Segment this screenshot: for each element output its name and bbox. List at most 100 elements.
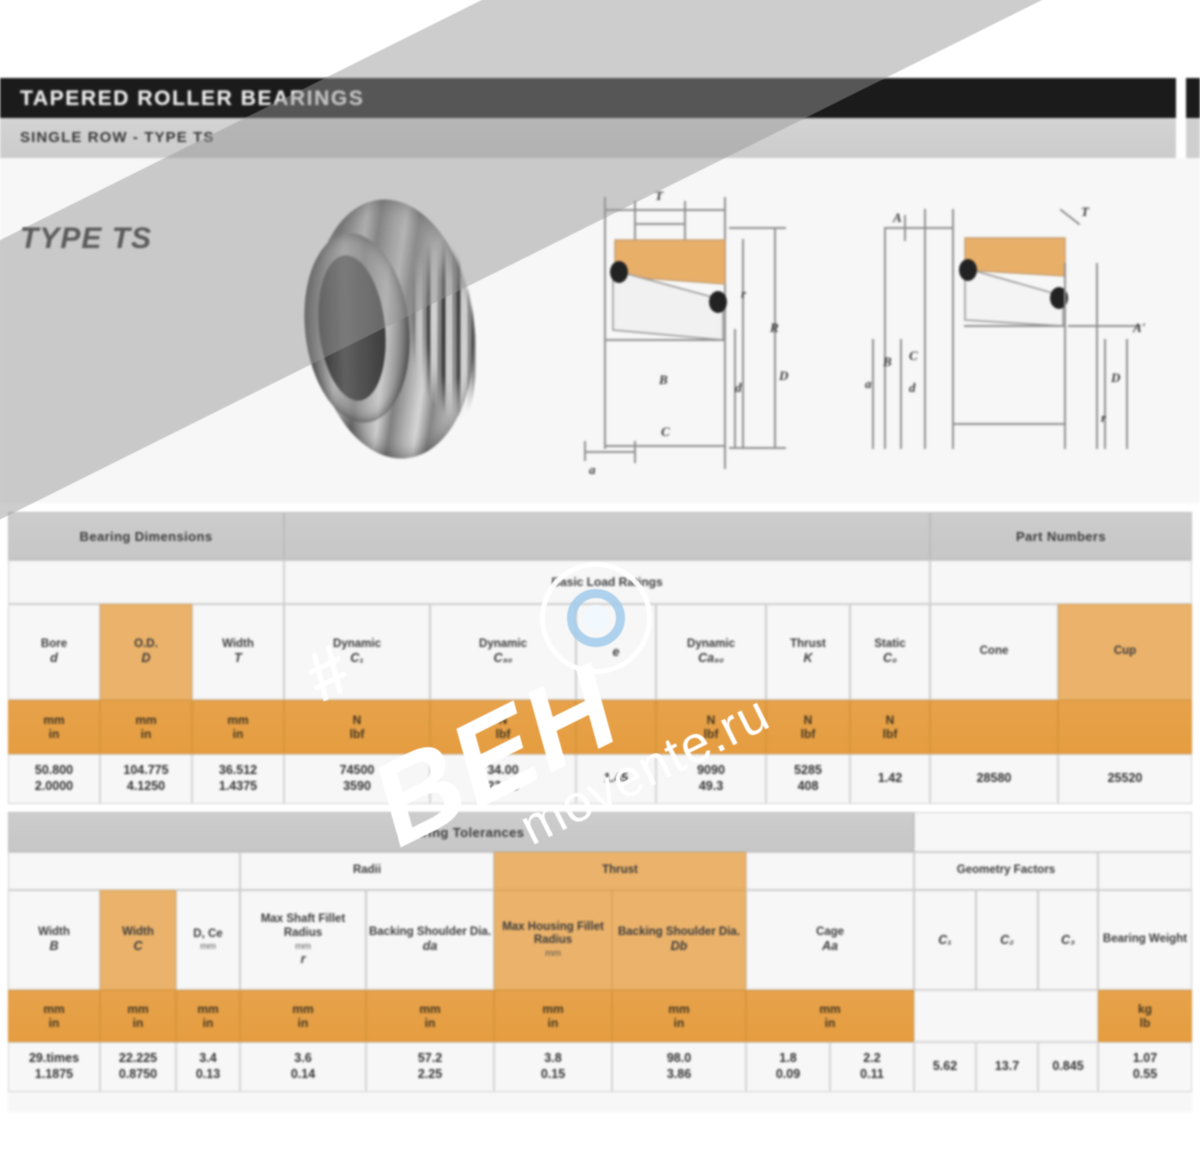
col2-width-b: Width B <box>8 890 100 990</box>
bearing-cross-section-right: A T A' B C d D r a <box>865 180 1195 480</box>
col-bore: Bore d <box>8 604 100 700</box>
table-row-cell: 1.07 0.55 <box>1098 1042 1192 1092</box>
col2-max-shaft-fillet: Max Shaft Fillet Radius mm r <box>240 890 366 990</box>
col2-bearing-weight: Bearing Weight <box>1098 890 1192 990</box>
unit-e <box>576 700 656 754</box>
table-row-cell: 9090 49.3 <box>656 754 766 804</box>
svg-text:R: R <box>769 320 779 335</box>
unit2-da: mm in <box>366 990 494 1042</box>
svg-text:r: r <box>1101 410 1107 425</box>
col-e: e <box>576 604 656 700</box>
unit2-cage: mm in <box>746 990 914 1042</box>
group-part-numbers: Part Numbers <box>930 512 1192 560</box>
col2-width-c: Width C <box>100 890 176 990</box>
table-row-cell: 36.512 1.4375 <box>192 754 284 804</box>
table-row-cell: 98.0 3.86 <box>612 1042 746 1092</box>
col-dynamic-c90: Dynamic C₉₀ <box>430 604 576 700</box>
subgroup-widths <box>8 852 240 890</box>
partnumbers-subband <box>930 560 1192 604</box>
table-row-cell: 1.8 0.09 <box>746 1042 830 1092</box>
col2-d-ce: D, Ce mm <box>176 890 240 990</box>
svg-text:B: B <box>658 372 668 387</box>
table-row-cell: 0.845 <box>1038 1042 1098 1092</box>
type-heading: TYPE TS <box>20 222 153 255</box>
col2-backing-shoulder-dia: Backing Shoulder Dia. da <box>366 890 494 990</box>
subgroup-cage-spacer <box>746 852 914 890</box>
table-row-cell: 3.4 0.13 <box>176 1042 240 1092</box>
unit-k: N lbf <box>766 700 850 754</box>
table-row-cell: 1.45 <box>576 754 656 804</box>
page-subtitle: SINGLE ROW - TYPE TS <box>20 129 215 146</box>
group-right-spacer <box>914 812 1192 852</box>
svg-text:d: d <box>735 380 742 395</box>
table-row-cell: 28580 <box>930 754 1058 804</box>
table-row-cell: 29.times 1.1875 <box>8 1042 100 1092</box>
group-load-ratings <box>284 512 930 560</box>
page-title-bar: TAPERED ROLLER BEARINGS <box>0 78 1176 118</box>
unit-cone <box>930 700 1058 754</box>
col-width: Width T <box>192 604 284 700</box>
unit2-dce: mm in <box>176 990 240 1042</box>
unit2-db: mm in <box>612 990 746 1042</box>
col-cup: Cup <box>1058 604 1192 700</box>
dimensions-table: Bearing Dimensions Part Numbers Basic Lo… <box>8 512 1192 804</box>
unit-width: mm in <box>192 700 284 754</box>
svg-text:A: A <box>892 210 902 225</box>
svg-text:T: T <box>655 188 664 203</box>
group-load-ratings-sub: Basic Load Ratings <box>284 560 930 604</box>
table-row-cell: 57.2 2.25 <box>366 1042 494 1092</box>
svg-text:D: D <box>778 368 789 383</box>
table-row-cell: 104.775 4.1250 <box>100 754 192 804</box>
svg-text:C: C <box>909 348 918 363</box>
col-static-c0: Static C₀ <box>850 604 930 700</box>
table-row-cell: 25520 <box>1058 754 1192 804</box>
unit2-rh: mm in <box>494 990 612 1042</box>
subgroup-thrust: Thrust <box>494 852 746 890</box>
svg-text:D: D <box>1110 370 1121 385</box>
col2-cage: Cage Aa <box>746 890 914 990</box>
bearing-cross-section-left: T R D d B C a r <box>575 180 895 480</box>
unit-c90: N lbf <box>430 700 576 754</box>
table-row-cell: 5.62 <box>914 1042 976 1092</box>
table-row-cell: 50.800 2.0000 <box>8 754 100 804</box>
unit-c1: N lbf <box>284 700 430 754</box>
page-title: TAPERED ROLLER BEARINGS <box>20 87 365 110</box>
unit2-weight: kg lb <box>1098 990 1192 1042</box>
subgroup-weight-spacer <box>1098 852 1192 890</box>
col-cone: Cone <box>930 604 1058 700</box>
col2-geom-c2: C₂ <box>976 890 1038 990</box>
svg-text:a: a <box>865 376 872 391</box>
dimensions-subband <box>8 560 284 604</box>
unit2-b: mm in <box>8 990 100 1042</box>
unit-od: mm in <box>100 700 192 754</box>
col2-max-housing-fillet: Max Housing Fillet Radius mm <box>494 890 612 990</box>
tolerances-table: Bearing Tolerances Radii Thrust Geometry… <box>8 812 1192 1112</box>
svg-text:B: B <box>882 354 892 369</box>
table-row-cell: 22.225 0.8750 <box>100 1042 176 1092</box>
unit2-r: mm in <box>240 990 366 1042</box>
unit-c0: N lbf <box>850 700 930 754</box>
table-row-cell: 1.42 <box>850 754 930 804</box>
col2-geom-c3: C₃ <box>1038 890 1098 990</box>
svg-text:T: T <box>1081 204 1090 219</box>
unit-bore: mm in <box>8 700 100 754</box>
table-row-cell: 3.6 0.14 <box>240 1042 366 1092</box>
svg-text:C: C <box>661 424 670 439</box>
figure-band: TYPE TS <box>0 158 1200 503</box>
table-row-cell: 34.00 23.25 <box>430 754 576 804</box>
col-dynamic-ca90: Dynamic Ca₉₀ <box>656 604 766 700</box>
subgroup-geometry-factors: Geometry Factors <box>914 852 1098 890</box>
col-thrust-k: Thrust K <box>766 604 850 700</box>
subgroup-radii: Radii <box>240 852 494 890</box>
col2-housing-backing-dia: Backing Shoulder Dia. Db <box>612 890 746 990</box>
col-dynamic-c1: Dynamic C₁ <box>284 604 430 700</box>
col2-geom-c1: C₁ <box>914 890 976 990</box>
table-row-cell: 3.8 0.15 <box>494 1042 612 1092</box>
table-row-cell: 2.2 0.11 <box>830 1042 914 1092</box>
table-row-cell: 5285 408 <box>766 754 850 804</box>
tapered-roller-bearing-photo <box>295 191 490 468</box>
page-subtitle-bar: SINGLE ROW - TYPE TS <box>0 118 1176 159</box>
unit-ca90: N lbf <box>656 700 766 754</box>
